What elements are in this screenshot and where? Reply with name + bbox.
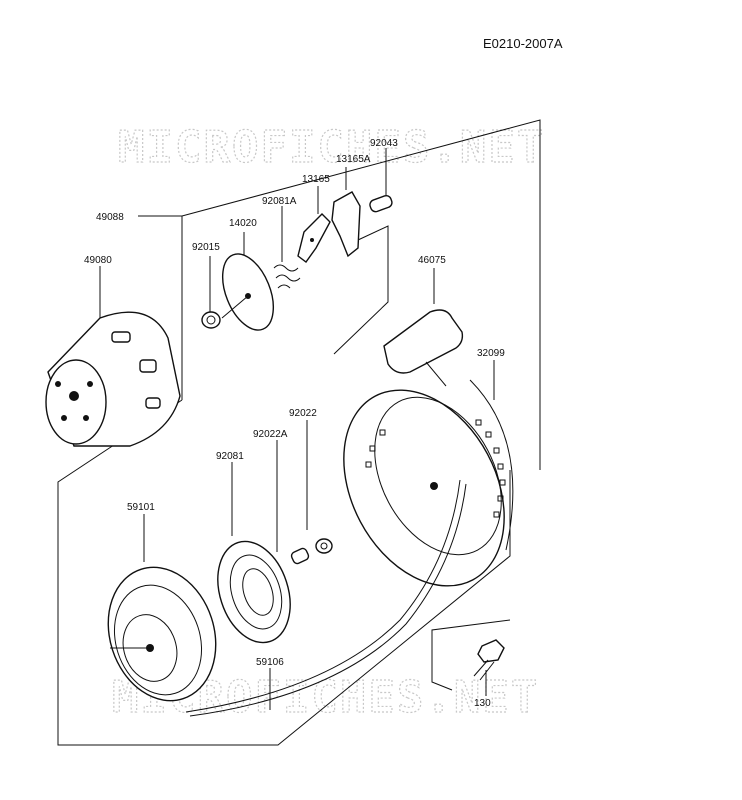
watermark-top: MICROFICHES.NET — [118, 122, 545, 173]
label-92022: 92022 — [289, 408, 317, 419]
part-cup-49080 — [45, 311, 181, 447]
part-ratchet-13165A — [331, 191, 361, 258]
part-pin-92043 — [369, 194, 393, 213]
part-rope-59106 — [185, 479, 467, 717]
part-spring-92081A — [273, 264, 301, 289]
housing-vents — [365, 419, 506, 518]
subassembly-bracket — [333, 225, 389, 355]
assembly-outline — [57, 119, 541, 746]
label-92022A: 92022A — [253, 429, 288, 440]
label-92081A: 92081A — [262, 196, 297, 207]
part-bolt-130 — [473, 639, 505, 681]
part-bushing-92022A — [290, 547, 310, 565]
part-plate-14020 — [221, 253, 275, 331]
label-130: 130 — [474, 698, 491, 709]
part-spring-92081 — [217, 540, 291, 644]
leader-lines — [99, 148, 495, 710]
part-washer-92022 — [315, 538, 333, 554]
label-49088: 49088 — [96, 212, 124, 223]
label-92081: 92081 — [216, 451, 244, 462]
label-49080: 49080 — [84, 255, 112, 266]
part-nut-92015 — [201, 311, 221, 329]
part-ratchet-13165 — [297, 213, 331, 263]
part-housing-32099 — [343, 379, 514, 587]
label-32099: 32099 — [477, 348, 505, 359]
diagram-code: E0210-2007A — [483, 36, 563, 51]
label-13165A: 13165A — [336, 154, 371, 165]
label-92015: 92015 — [192, 242, 220, 253]
label-13165: 13165 — [302, 174, 330, 185]
label-59101: 59101 — [127, 502, 155, 513]
label-92043: 92043 — [370, 138, 398, 149]
bolt-bracket — [431, 619, 511, 691]
part-handle-46075 — [383, 309, 464, 387]
label-59106: 59106 — [256, 657, 284, 668]
label-46075: 46075 — [418, 255, 446, 266]
part-labels: 92043 13165A 13165 92081A 14020 49088 92… — [84, 138, 505, 709]
label-14020: 14020 — [229, 218, 257, 229]
part-reel-59101 — [107, 566, 217, 702]
